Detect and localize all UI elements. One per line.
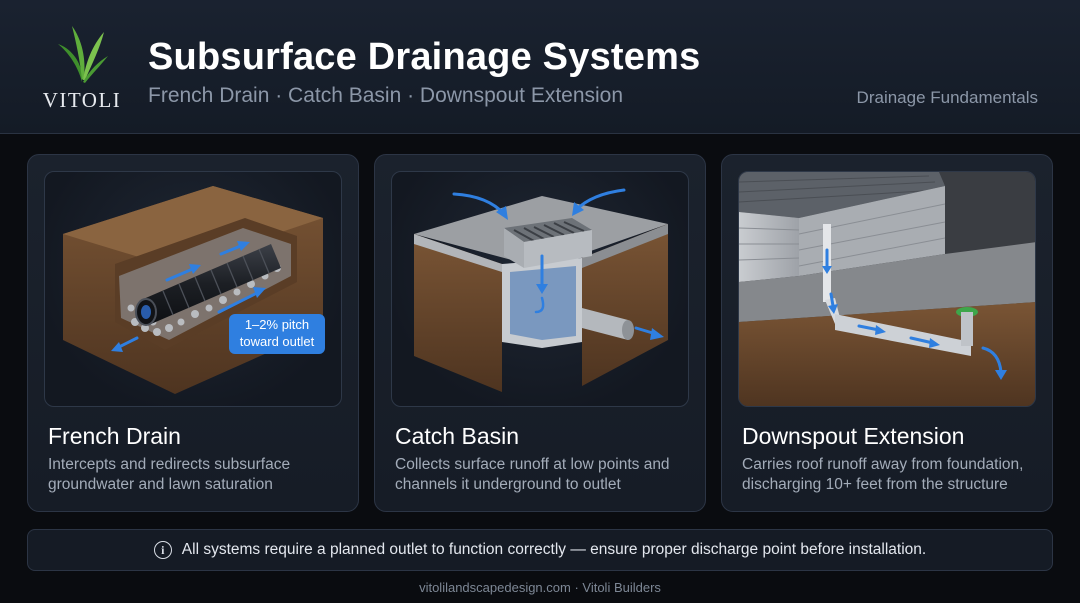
downspout-illustration (738, 171, 1036, 407)
card-title: French Drain (48, 423, 181, 449)
card-downspout-extension: Downspout Extension Carries roof runoff … (721, 154, 1053, 512)
card-description: Carries roof runoff away from foundation… (742, 456, 1024, 493)
page-title: Subsurface Drainage Systems (148, 36, 701, 78)
french-drain-illustration: 1–2% pitch toward outlet (44, 171, 342, 407)
card-description: Intercepts and redirects subsurface grou… (48, 456, 291, 493)
section-tag: Drainage Fundamentals (856, 88, 1038, 107)
card-description: Collects surface runoff at low points an… (395, 456, 670, 493)
card-title: Catch Basin (395, 423, 520, 449)
vitoli-logo: VITOLI (36, 22, 128, 114)
logo-text: VITOLI (42, 88, 122, 112)
header: VITOLI Subsurface Drainage Systems Frenc… (0, 0, 1080, 134)
notice-bar: i All systems require a planned outlet t… (27, 529, 1053, 571)
card-title: Downspout Extension (742, 423, 965, 449)
footer-credit: vitolilandscapedesign.com · Vitoli Build… (419, 580, 661, 595)
info-icon: i (153, 541, 172, 559)
pitch-callout: 1–2% pitch toward outlet (229, 316, 325, 350)
leaf-logo-icon (58, 26, 108, 83)
page-subtitle: French Drain · Catch Basin · Downspout E… (148, 84, 624, 107)
notice-text: All systems require a planned outlet to … (181, 541, 927, 558)
card-french-drain: 1–2% pitch toward outlet French Drain In… (27, 154, 359, 512)
card-catch-basin: Catch Basin Collects surface runoff at l… (374, 154, 706, 512)
pitch-callout-line2: toward outlet (239, 334, 315, 349)
pitch-callout-line1: 1–2% pitch (244, 317, 310, 332)
catch-basin-illustration (391, 171, 689, 407)
